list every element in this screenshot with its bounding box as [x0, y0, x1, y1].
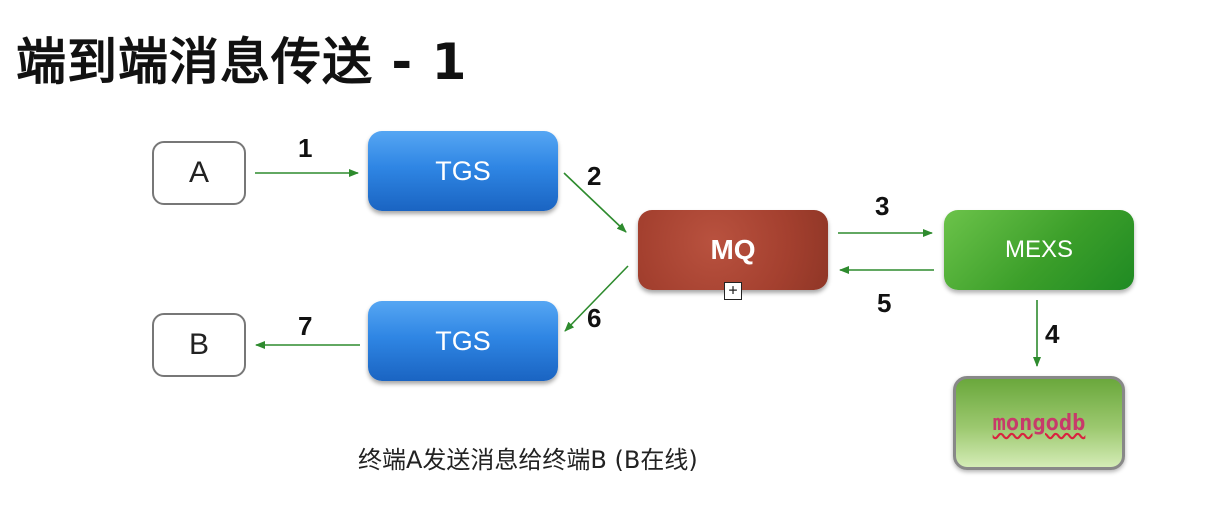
step-number-3: 3 [875, 191, 890, 221]
mongodb-logo-text: mongodb [992, 410, 1086, 436]
arrow-step-2 [563, 172, 627, 233]
step-number-5: 5 [877, 288, 892, 318]
step-number-1: 1 [298, 133, 313, 163]
node-tgs-top[interactable]: TGS [368, 131, 558, 211]
node-a[interactable]: A [152, 141, 246, 205]
node-tgs-bottom[interactable]: TGS [368, 301, 558, 381]
node-mq-label: MQ [710, 234, 756, 265]
step-number-6: 6 [587, 303, 602, 333]
node-mexs-label: MEXS [1004, 236, 1073, 263]
node-tgs-top-label: TGS [435, 155, 491, 186]
node-mq[interactable]: MQ [638, 210, 828, 290]
node-b[interactable]: B [152, 313, 246, 377]
node-mongodb[interactable]: mongodb [953, 376, 1125, 470]
page-title: 端到端消息传送 - 1 [16, 33, 468, 91]
plus-box-icon[interactable]: + [724, 282, 742, 300]
node-b-label: B [188, 328, 209, 361]
node-mexs[interactable]: MEXS [944, 210, 1134, 290]
step-number-4: 4 [1045, 319, 1060, 349]
node-tgs-bottom-label: TGS [435, 325, 491, 356]
step-number-7: 7 [298, 311, 313, 341]
node-a-label: A [188, 156, 209, 189]
arrow-step-6 [564, 265, 629, 332]
diagram-caption: 终端A发送消息给终端B (B在线) [358, 446, 698, 474]
step-number-2: 2 [587, 161, 602, 191]
